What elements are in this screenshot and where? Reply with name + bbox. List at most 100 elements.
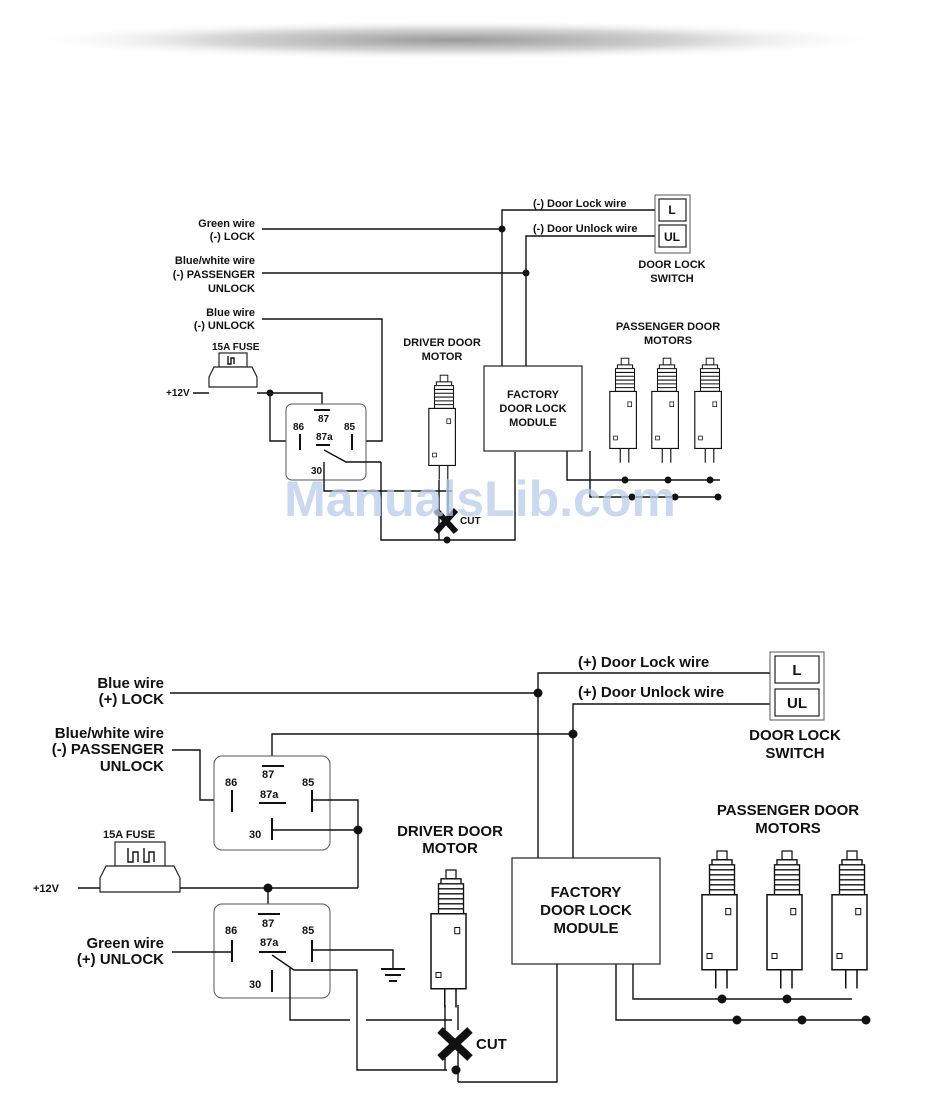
top-bluewhite-wire-function: (-) PASSENGER (173, 269, 255, 281)
bottom-factory-module (511, 857, 661, 965)
top-cut-mark (433, 507, 459, 535)
bottom-relay1-87a: 87a (260, 789, 279, 801)
bottom-cut-mark (437, 1027, 473, 1061)
bottom-unlock-wire-label: (+) Door Unlock wire (578, 684, 724, 701)
bottom-driver-motor-leads (444, 1005, 459, 1082)
top-bluewhite-wire-label: Blue/white wire (175, 255, 255, 267)
bottom-relay1-contacts (231, 765, 313, 840)
top-relay-30: 30 (311, 466, 323, 477)
bottom-green-wire-label: Green wire (86, 935, 164, 952)
bottom-fuse (99, 841, 181, 893)
bottom-module-line1: FACTORY (551, 884, 622, 901)
top-unlock-wire (525, 235, 655, 366)
bottom-passenger-motors-label-2: MOTORS (755, 820, 821, 837)
top-fuse (208, 352, 258, 388)
bottom-relay2-30-wire (289, 968, 452, 1021)
top-module-line3: MODULE (509, 417, 557, 429)
top-driver-motor-label: DRIVER DOOR (403, 337, 481, 349)
top-relay (285, 403, 367, 481)
top-unlock-wire-label: (-) Door Unlock wire (533, 223, 638, 235)
bottom-relay2-85: 85 (302, 925, 314, 937)
bottom-blue-wire-label: Blue wire (97, 675, 164, 692)
bottom-green-wire-function: (+) UNLOCK (77, 951, 164, 968)
bottom-relay2-contacts (231, 913, 313, 992)
top-switch-label: DOOR LOCK (638, 259, 705, 271)
bottom-driver-motor-label: DRIVER DOOR (397, 823, 503, 840)
top-blue-wire-label: Blue wire (206, 307, 255, 319)
top-passenger-motor-3 (694, 357, 722, 464)
bottom-blue-wire-function: (+) LOCK (99, 691, 165, 708)
bottom-bluewhite-wire-label: Blue/white wire (55, 725, 164, 742)
bottom-switch-l: L (792, 662, 801, 679)
top-junction-unlock (522, 269, 530, 277)
bottom-switch-label-2: SWITCH (765, 745, 824, 762)
bottom-bluewhite-wire-function: (-) PASSENGER (52, 741, 164, 758)
bottom-relay2-87a: 87a (260, 937, 279, 949)
bottom-passenger-motor-1 (701, 850, 738, 990)
bottom-passenger-motor-3 (831, 850, 868, 990)
top-power-label: +12V (166, 388, 190, 399)
bottom-relay1-86: 86 (225, 777, 237, 789)
top-relay-85: 85 (344, 422, 356, 433)
top-driver-door-motor (428, 374, 456, 481)
bottom-power-label: +12V (33, 883, 60, 895)
bottom-unlock-wire (572, 703, 770, 858)
bottom-relay1-wires (272, 799, 359, 888)
top-driver-motor-label-2: MOTOR (422, 351, 463, 363)
bottom-relay2-wires (172, 949, 394, 968)
top-junction-cut (443, 536, 451, 544)
bottom-module-line2: DOOR LOCK (540, 902, 632, 919)
top-switch-ul: UL (664, 230, 680, 244)
bottom-switch-ul: UL (787, 695, 807, 712)
top-relay-87a: 87a (316, 432, 333, 443)
bottom-passenger-motor-2 (766, 850, 803, 990)
bottom-relay2-87a-wire (271, 954, 447, 1071)
top-passenger-motors-label-2: MOTORS (644, 335, 692, 347)
bottom-lock-wire-label: (+) Door Lock wire (578, 654, 709, 671)
top-green-wire-function: (-) LOCK (210, 231, 255, 243)
top-relay-86: 86 (293, 422, 305, 433)
top-lock-wire (501, 209, 655, 366)
bottom-bluewhite-wire-function-2: UNLOCK (100, 758, 164, 775)
bottom-diagram: Blue wire (+) LOCK Blue/white wire (-) P… (33, 651, 871, 1083)
bottom-relay2-87: 87 (262, 918, 274, 930)
bottom-relay2-86: 86 (225, 925, 237, 937)
top-diagram: Green wire (-) LOCK Blue/white wire (-) … (166, 194, 722, 544)
bottom-relay1-87: 87 (262, 769, 274, 781)
top-module-line1: FACTORY (507, 389, 560, 401)
bottom-relay1-85: 85 (302, 777, 314, 789)
watermark: ManualsLib.com (284, 471, 676, 527)
top-blue-wire (262, 318, 383, 442)
top-factory-module (483, 365, 583, 452)
top-green-wire-label: Green wire (198, 218, 255, 230)
top-lock-wire-label: (-) Door Lock wire (533, 198, 627, 210)
bottom-driver-motor-label-2: MOTOR (422, 840, 478, 857)
bottom-relay2-30: 30 (249, 979, 261, 991)
bottom-driver-door-motor (430, 869, 467, 1009)
top-bluewhite-wire-function-2: UNLOCK (208, 283, 255, 295)
top-passenger-motor-1 (609, 357, 637, 464)
bottom-cut-label: CUT (476, 1036, 507, 1053)
top-fuse-label: 15A FUSE (212, 342, 260, 353)
top-relay-contacts (299, 409, 353, 450)
top-module-line2: DOOR LOCK (499, 403, 566, 415)
bottom-module-return-wire (458, 964, 558, 1083)
bottom-module-output-wires (615, 964, 866, 1021)
bottom-passenger-motors-label: PASSENGER DOOR (717, 802, 859, 819)
bottom-module-line3: MODULE (554, 920, 619, 937)
top-relay-switch (323, 449, 381, 478)
top-cut-label: CUT (460, 516, 481, 527)
top-blue-wire-function: (-) UNLOCK (194, 320, 255, 332)
top-driver-motor-wires (380, 452, 516, 541)
bottom-switch-label: DOOR LOCK (749, 727, 841, 744)
top-switch-l: L (668, 203, 675, 217)
top-passenger-motor-2 (651, 357, 679, 464)
top-relay-30-wire (323, 478, 452, 492)
bottom-relay1-30: 30 (249, 829, 261, 841)
top-junction-power (266, 389, 274, 397)
bottom-relay1-87-wire (271, 733, 573, 756)
top-relay-87: 87 (318, 414, 330, 425)
bottom-lock-wire (537, 672, 770, 858)
top-passenger-motors-label: PASSENGER DOOR (616, 321, 720, 333)
